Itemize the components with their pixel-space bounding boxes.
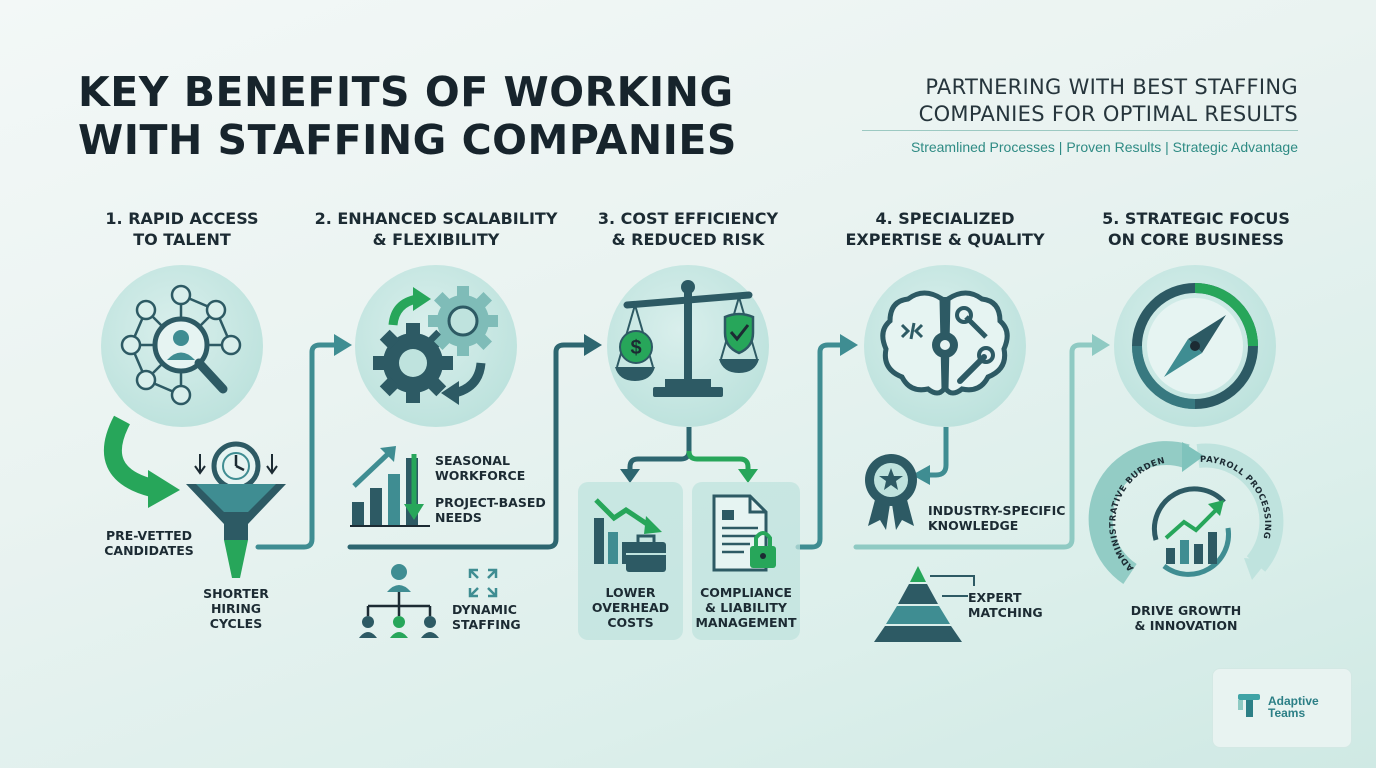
step-2-title: 2. ENHANCED SCALABILITY& FLEXIBILITY	[314, 209, 558, 249]
subtitle: PARTNERING WITH BEST STAFFING COMPANIES …	[820, 74, 1298, 128]
step-3-title: 3. COST EFFICIENCY& REDUCED RISK	[597, 209, 779, 249]
growth-bar-chart-icon	[350, 446, 430, 527]
connector-1-2	[255, 342, 339, 550]
connector-4-5	[853, 342, 1097, 550]
arrowhead-4	[1092, 334, 1110, 356]
connector-3-4	[795, 342, 845, 550]
drive-growth-label: DRIVE GROWTH& INNOVATION	[1130, 603, 1242, 633]
logo-container	[1212, 668, 1352, 748]
title-line-1: KEY BENEFITS OF WORKING	[78, 68, 734, 116]
arrowhead-1	[334, 334, 352, 356]
document-lock-icon	[712, 494, 776, 572]
pyramid-icon	[874, 566, 975, 642]
arrowhead-2	[584, 334, 602, 356]
curved-green-arrow-icon	[104, 415, 180, 508]
connector-4-down	[912, 427, 949, 485]
adaptive-teams-logo-icon	[1238, 694, 1260, 717]
svg-text:$: $	[630, 337, 641, 359]
gears-cycle-icon	[373, 286, 498, 405]
award-badge-icon	[865, 454, 917, 530]
brain-tools-icon	[880, 290, 1010, 396]
subtitle-line-2: COMPANIES FOR OPTIMAL RESULTS	[918, 102, 1298, 126]
subtitle-line-1: PARTNERING WITH BEST STAFFING	[925, 75, 1298, 99]
page-title: KEY BENEFITS OF WORKING WITH STAFFING CO…	[78, 68, 778, 164]
split-arrows	[620, 427, 758, 483]
tagline: Streamlined Processes | Proven Results |…	[910, 139, 1298, 155]
hiring-funnel-icon	[186, 441, 286, 578]
arrowhead-3	[840, 334, 858, 356]
cost-down-briefcase-icon	[594, 498, 666, 572]
cycle-arrows-icon: ADMINISTRATIVE BURDEN PAYROLL PROCESSING	[1088, 441, 1284, 584]
talent-network-icon	[120, 284, 242, 406]
subtitle-divider	[862, 130, 1298, 131]
org-chart-icon	[359, 564, 439, 638]
expand-arrows-icon	[468, 568, 498, 598]
connector-2-3	[347, 342, 589, 550]
balance-scale-icon: $	[615, 280, 759, 397]
title-line-2: WITH STAFFING COMPANIES	[78, 116, 737, 164]
compass-icon	[1132, 283, 1258, 409]
